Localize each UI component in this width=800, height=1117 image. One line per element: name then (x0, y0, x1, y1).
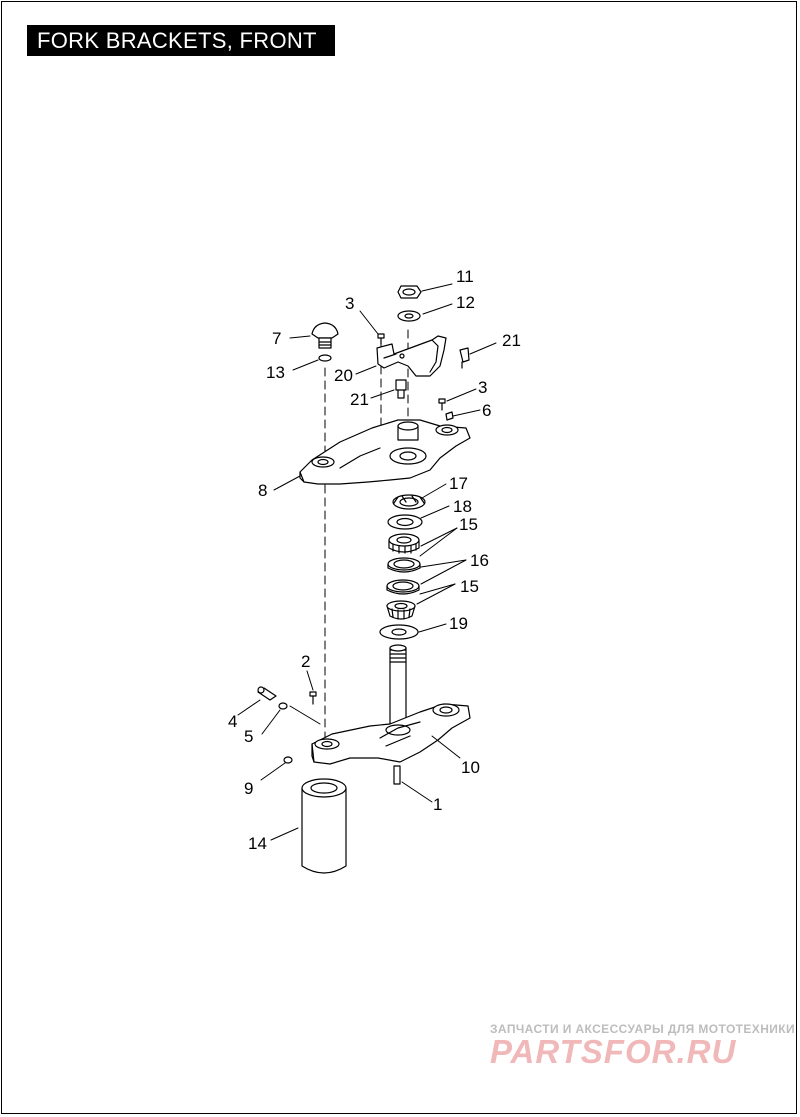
callout-19: 19 (449, 614, 468, 633)
leader-lines (237, 283, 497, 841)
part-3-screw-middle (438, 398, 446, 411)
callout-18: 18 (453, 497, 472, 516)
callout-11: 11 (456, 267, 474, 286)
part-19-dust-shield (379, 624, 419, 640)
callout-12: 12 (456, 293, 475, 312)
part-21-clip-lower (395, 379, 407, 399)
part-21-clip-right (459, 347, 470, 369)
callout-1: 1 (433, 795, 442, 814)
callout-labels: 11 12 3 21 7 13 20 21 3 6 8 17 18 15 16 … (228, 267, 521, 853)
part-15-bearing-lower (386, 600, 416, 620)
part-11-nut (397, 285, 422, 299)
part-13-o-ring (318, 354, 332, 362)
callout-9: 9 (244, 779, 253, 798)
part-15-bearing-upper (388, 533, 420, 554)
callout-3-upper: 3 (345, 294, 354, 313)
callout-15-upper: 15 (459, 515, 478, 534)
callout-4: 4 (228, 712, 237, 731)
part-9-nut (283, 756, 293, 764)
callout-5: 5 (244, 727, 253, 746)
part-18-washer (387, 514, 423, 530)
part-20-bracket (376, 335, 447, 377)
part-8-upper-fork-bracket (299, 419, 471, 485)
callout-15-lower: 15 (460, 577, 479, 596)
part-1-pin (393, 765, 401, 785)
callout-8: 8 (258, 481, 267, 500)
callout-16: 16 (470, 551, 489, 570)
part-14-tube (301, 778, 347, 874)
callout-13: 13 (266, 363, 285, 382)
callout-3-middle: 3 (478, 378, 487, 397)
callout-10: 10 (461, 758, 480, 777)
callout-20: 20 (334, 366, 353, 385)
callout-6: 6 (482, 401, 491, 420)
part-3-screw-upper (377, 333, 385, 345)
watermark-logo: PARTSFOR.RU (490, 1033, 737, 1070)
callout-7: 7 (272, 329, 281, 348)
part-16-cup-upper (387, 557, 421, 573)
callout-21-right: 21 (502, 331, 521, 350)
part-12-washer (397, 310, 421, 322)
part-4-bolt (257, 686, 277, 701)
part-2-screw (309, 691, 317, 705)
callout-21-lower: 21 (350, 390, 369, 409)
callout-2: 2 (301, 652, 310, 671)
part-16-cup-lower (386, 579, 420, 595)
part-6-clip (445, 411, 454, 421)
part-7-cap (311, 322, 339, 349)
part-5-washer (278, 702, 288, 710)
watermark-tagline: ЗАПЧАСТИ И АКСЕССУАРЫ ДЛЯ МОТОТЕХНИКИ (490, 1022, 796, 1036)
part-10-lower-fork-bracket (311, 644, 471, 765)
page-title: FORK BRACKETS, FRONT (27, 25, 335, 56)
part-17-seal (392, 494, 426, 510)
callout-17: 17 (449, 474, 468, 493)
callout-14: 14 (248, 834, 267, 853)
